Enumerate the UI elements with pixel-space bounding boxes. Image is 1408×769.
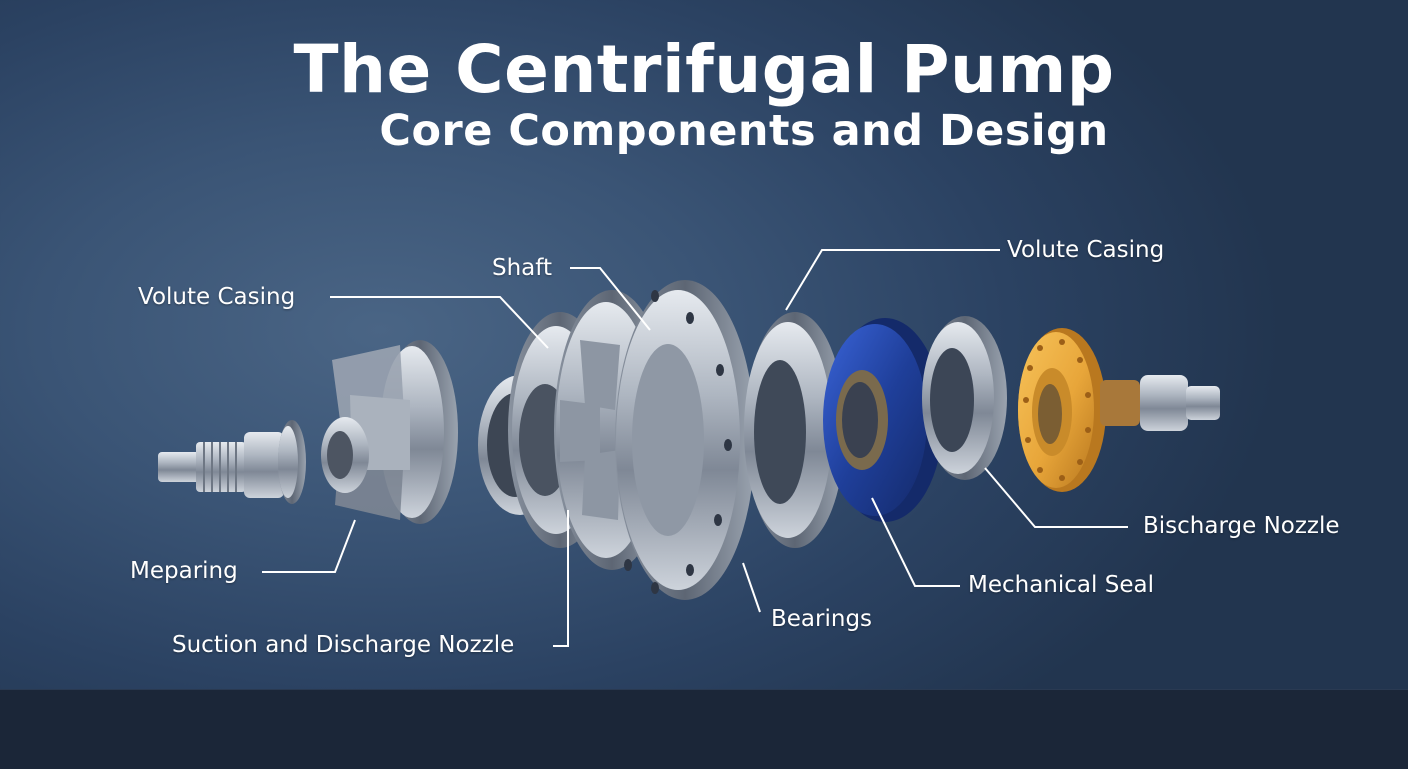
shaft-end-part xyxy=(158,420,306,504)
bottom-band xyxy=(0,689,1408,769)
label-mechanical-seal: Mechanical Seal xyxy=(968,572,1154,598)
central-assembly-part xyxy=(478,280,755,600)
label-bearings: Bearings xyxy=(771,606,873,632)
impeller-part xyxy=(321,340,458,524)
label-meparing: Meparing xyxy=(130,558,238,584)
leader-lines xyxy=(262,249,1128,647)
label-bischarge-nozzle: Bischarge Nozzle xyxy=(1143,513,1340,539)
diagram-title: The Centrifugal Pump xyxy=(293,31,1115,108)
volute-ring-part xyxy=(744,312,845,548)
mechanical-seal-part xyxy=(823,318,943,522)
diagram-subtitle: Core Components and Design xyxy=(379,106,1109,156)
label-shaft: Shaft xyxy=(492,255,552,281)
flange-ring-part xyxy=(922,316,1007,480)
label-suction-discharge-nozzle: Suction and Discharge Nozzle xyxy=(172,632,515,658)
gold-flange-part xyxy=(1018,328,1106,492)
label-volute-casing-left: Volute Casing xyxy=(138,284,296,310)
label-volute-casing-right: Volute Casing xyxy=(1007,237,1165,263)
right-shaft-part xyxy=(1100,375,1220,431)
